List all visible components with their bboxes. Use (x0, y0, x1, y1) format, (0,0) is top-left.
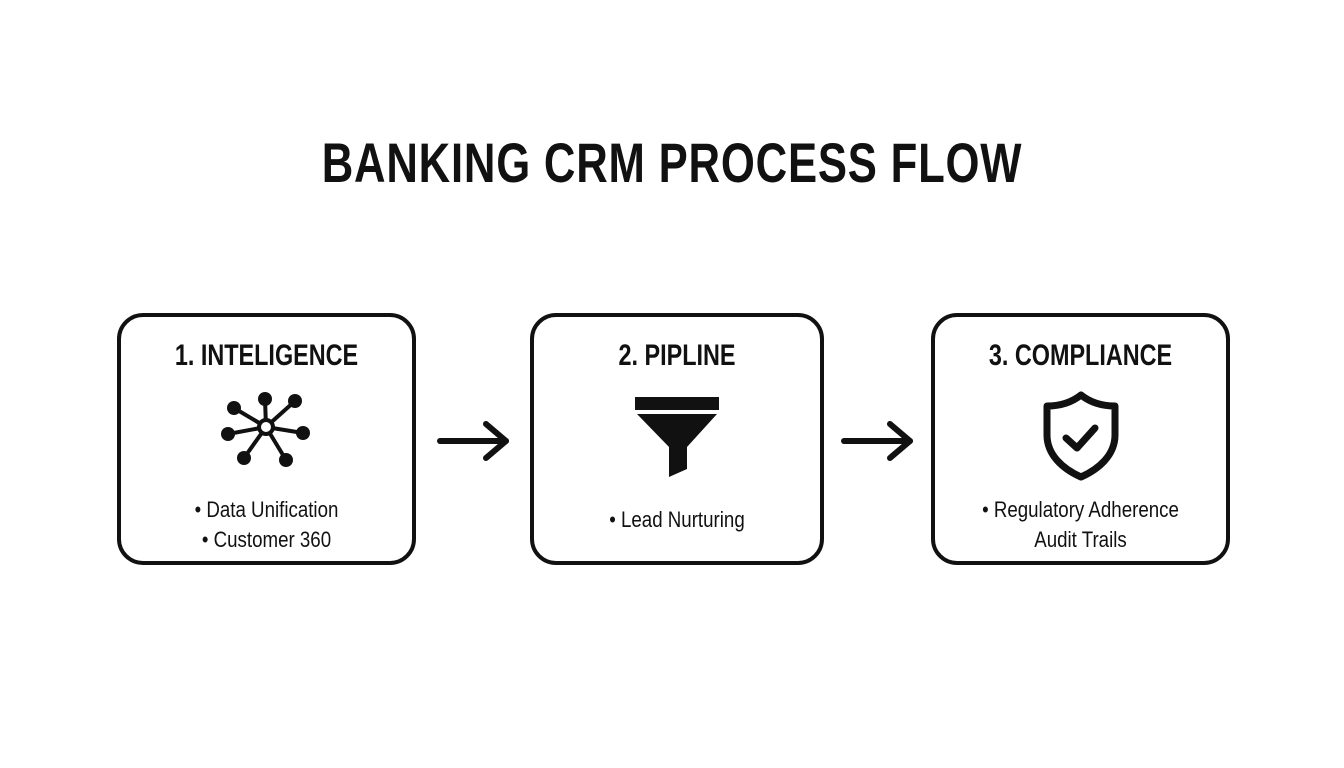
step-bullets: • Regulatory Adherence Audit Trails (935, 495, 1226, 555)
diagram-title: BANKING CRM PROCESS FLOW (321, 131, 1023, 194)
step-bullets: • Lead Nurturing (534, 505, 820, 535)
step-box-compliance: 3. COMPLIANCE • Regulatory Adherence Aud… (931, 313, 1230, 565)
bullet-item: • Customer 360 (201, 527, 332, 552)
bullet-item: • Data Unification (194, 497, 339, 522)
step-box-pipeline: 2. PIPLINE • Lead Nurturing (530, 313, 824, 565)
bullet-item: • Regulatory Adherence (982, 497, 1179, 522)
bullet-item: Audit Trails (1034, 527, 1127, 552)
network-nodes-icon (220, 392, 310, 467)
shield-check-icon (1043, 391, 1118, 481)
arrow-right-icon (437, 421, 509, 461)
arrow-right-icon (841, 421, 913, 461)
step-bullets: • Data Unification • Customer 360 (121, 495, 412, 555)
step-box-intelligence: 1. INTELIGENCE • Data Unification • Cust… (117, 313, 416, 565)
step-title: 3. COMPLIANCE (988, 339, 1173, 372)
step-title: 2. PIPLINE (618, 339, 736, 372)
bullet-item: • Lead Nurturing (609, 507, 745, 532)
step-title: 1. INTELIGENCE (174, 339, 359, 372)
funnel-icon (635, 397, 719, 477)
